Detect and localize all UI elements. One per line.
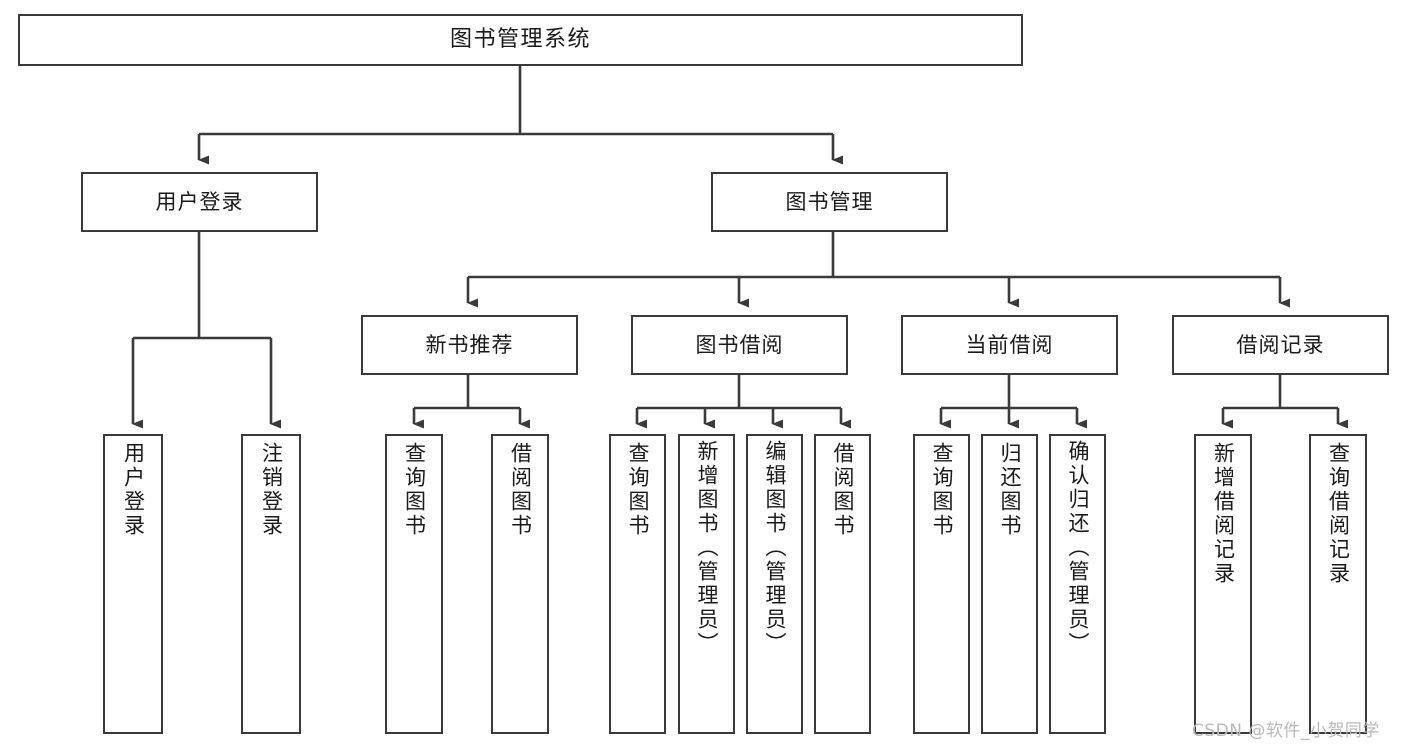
node-leaf-add-book-label: 新增图书（管理员）	[695, 440, 719, 656]
node-leaf-query-book-recommend-label: 查询图书	[402, 442, 427, 538]
node-leaf-user-login[interactable]: 用户登录	[103, 434, 163, 734]
node-leaf-confirm-return[interactable]: 确认归还（管理员）	[1049, 434, 1106, 734]
node-leaf-user-logout-label: 注销登录	[259, 442, 284, 538]
node-book-management-label: 图书管理	[785, 189, 874, 214]
node-leaf-query-book-recommend[interactable]: 查询图书	[385, 434, 443, 734]
node-leaf-confirm-return-label: 确认归还（管理员）	[1066, 440, 1090, 656]
node-leaf-borrow-book[interactable]: 借阅图书	[814, 434, 871, 734]
node-leaf-add-borrow-record-label: 新增借阅记录	[1211, 442, 1236, 586]
node-user-login[interactable]: 用户登录	[81, 172, 318, 232]
node-leaf-user-login-label: 用户登录	[121, 442, 146, 538]
node-leaf-query-borrow-record[interactable]: 查询借阅记录	[1309, 434, 1367, 734]
node-leaf-return-book-label: 归还图书	[998, 442, 1022, 538]
node-leaf-user-logout[interactable]: 注销登录	[241, 434, 301, 734]
node-leaf-query-book-borrow[interactable]: 查询图书	[609, 434, 666, 734]
node-current-borrow[interactable]: 当前借阅	[901, 315, 1118, 375]
node-book-management[interactable]: 图书管理	[711, 172, 948, 232]
node-root-label: 图书管理系统	[449, 27, 591, 53]
node-leaf-add-book[interactable]: 新增图书（管理员）	[678, 434, 735, 734]
node-book-borrow[interactable]: 图书借阅	[631, 315, 848, 375]
node-leaf-add-borrow-record[interactable]: 新增借阅记录	[1194, 434, 1252, 734]
node-leaf-edit-book[interactable]: 编辑图书（管理员）	[746, 434, 803, 734]
node-current-borrow-label: 当前借阅	[965, 332, 1054, 357]
node-leaf-borrow-book-label: 借阅图书	[831, 442, 855, 538]
node-new-book-recommend-label: 新书推荐	[425, 332, 514, 357]
node-user-login-label: 用户登录	[155, 189, 244, 214]
node-new-book-recommend[interactable]: 新书推荐	[361, 315, 578, 375]
node-leaf-query-borrow-record-label: 查询借阅记录	[1326, 442, 1351, 586]
node-borrow-record-label: 借阅记录	[1236, 332, 1325, 357]
node-borrow-record[interactable]: 借阅记录	[1172, 315, 1389, 375]
node-book-borrow-label: 图书借阅	[695, 332, 784, 357]
node-leaf-query-book-current-label: 查询图书	[930, 442, 954, 538]
node-root-book-management-system[interactable]: 图书管理系统	[18, 14, 1023, 66]
node-leaf-borrow-book-recommend-label: 借阅图书	[508, 442, 533, 538]
node-leaf-query-book-borrow-label: 查询图书	[626, 442, 650, 538]
node-leaf-edit-book-label: 编辑图书（管理员）	[763, 440, 787, 656]
node-leaf-return-book[interactable]: 归还图书	[981, 434, 1038, 734]
node-leaf-query-book-current[interactable]: 查询图书	[913, 434, 970, 734]
node-leaf-borrow-book-recommend[interactable]: 借阅图书	[491, 434, 549, 734]
csdn-watermark: CSDN @软件_小贺同学	[1192, 721, 1380, 741]
